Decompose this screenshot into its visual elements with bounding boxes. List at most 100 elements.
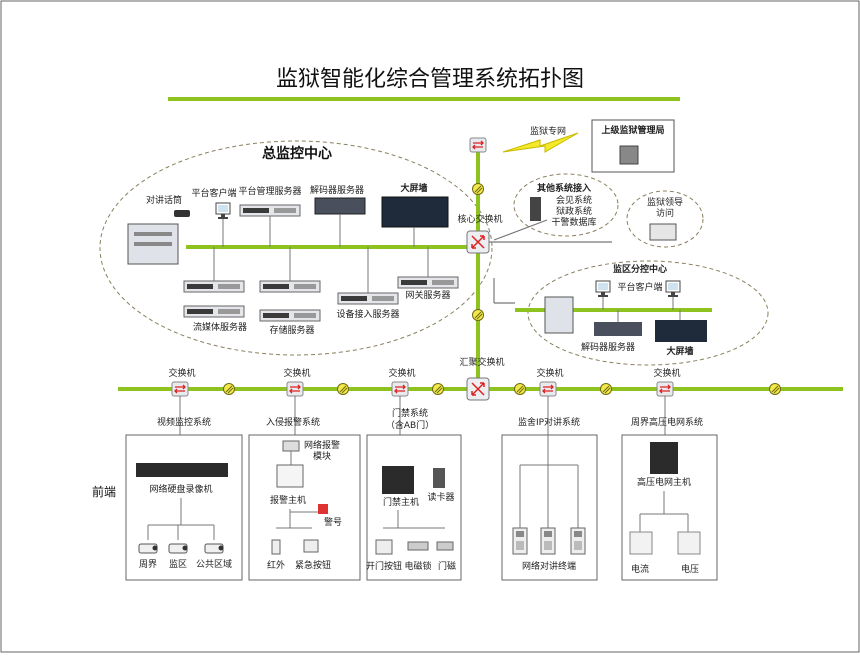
device-server-icon bbox=[337, 292, 399, 305]
card-reader-icon bbox=[433, 468, 445, 488]
access-switch-label-1: 交换机 bbox=[168, 367, 195, 379]
camera-icon-3 bbox=[204, 543, 224, 554]
other-link bbox=[493, 219, 548, 241]
platform-server-label: 平台管理服务器 bbox=[238, 185, 301, 197]
alarm-host-label: 报警主机 bbox=[270, 494, 306, 506]
link-marker-4 bbox=[337, 383, 349, 395]
decoder-server-label: 解码器服务器 bbox=[310, 184, 364, 196]
stream-server-label: 流媒体服务器 bbox=[193, 321, 247, 333]
nvr-icon bbox=[136, 463, 228, 477]
microphone-icon bbox=[174, 210, 190, 217]
link-marker-7 bbox=[600, 383, 612, 395]
access-switch-label-2: 交换机 bbox=[283, 367, 310, 379]
fence-sensor-icon-2 bbox=[677, 531, 701, 555]
ir-sensor-icon bbox=[271, 539, 281, 555]
other-zone bbox=[513, 173, 619, 237]
system-box-1 bbox=[125, 434, 243, 581]
access-switch-label-5: 交换机 bbox=[653, 367, 680, 379]
panic-label: 紧急按钮 bbox=[295, 559, 331, 571]
access-switch-5 bbox=[656, 381, 674, 397]
branch-client-monitor-1 bbox=[595, 280, 611, 298]
system-box-3 bbox=[366, 434, 462, 581]
intercom-terminal-icon-3 bbox=[570, 527, 586, 555]
exit-button-label: 开门按钮 bbox=[366, 560, 402, 572]
branch-wall-label: 大屏墙 bbox=[666, 345, 693, 357]
other-systems-line3: 干警数据库 bbox=[551, 216, 596, 228]
title-underline bbox=[168, 97, 680, 101]
branch-title: 监区分控中心 bbox=[613, 263, 667, 275]
fence-host-label: 高压电网主机 bbox=[637, 476, 691, 488]
front-end-label: 前端 bbox=[92, 484, 116, 499]
link-marker-5 bbox=[432, 383, 444, 395]
access-system-name-2: （含AB门） bbox=[386, 419, 434, 431]
device-server-label: 设备接入服务器 bbox=[336, 308, 399, 320]
link-marker-6 bbox=[514, 383, 526, 395]
branch-wall-icon bbox=[655, 320, 707, 342]
intercom-terminal-icon-2 bbox=[540, 527, 556, 555]
top-switch bbox=[469, 137, 487, 153]
central-client-monitor bbox=[215, 202, 231, 220]
system-box-4 bbox=[501, 434, 598, 581]
camera-label-2: 监区 bbox=[169, 558, 187, 570]
core-switch bbox=[466, 230, 490, 254]
decoder-server-icon bbox=[314, 197, 366, 215]
link-marker-1 bbox=[472, 183, 484, 195]
gateway-server-label: 网关服务器 bbox=[405, 289, 450, 301]
lightning-icon bbox=[502, 132, 579, 153]
alarm-module-line1: 网络报警 bbox=[304, 439, 340, 451]
page-title: 监狱智能化综合管理系统拓扑图 bbox=[276, 67, 584, 92]
link-marker-8 bbox=[769, 383, 781, 395]
alarm-module-icon bbox=[282, 440, 300, 452]
access-switch-2 bbox=[286, 381, 304, 397]
agg-switch-label: 汇聚交换机 bbox=[459, 356, 504, 368]
branch-server-icon bbox=[544, 296, 574, 334]
camera-icon-1 bbox=[138, 543, 158, 554]
private-net-label: 监狱专网 bbox=[530, 125, 566, 137]
access-system-name-1: 门禁系统 bbox=[392, 407, 428, 419]
central-zone bbox=[99, 140, 493, 356]
storage-server-icon bbox=[259, 280, 321, 293]
video-wall-label: 大屏墙 bbox=[400, 182, 427, 194]
leader-line2: 访问 bbox=[656, 207, 674, 219]
fence-host-icon bbox=[650, 442, 678, 474]
alarm-system-name: 入侵报警系统 bbox=[266, 416, 320, 428]
access-controller-icon bbox=[382, 466, 414, 494]
laptop-icon bbox=[649, 223, 677, 241]
intercom-terminal-icon-1 bbox=[512, 527, 528, 555]
alarm-module-line2: 模块 bbox=[313, 450, 331, 462]
branch-decoder-label: 解码器服务器 bbox=[581, 341, 635, 353]
magnetic-lock-icon bbox=[407, 541, 429, 551]
siren-label: 警号 bbox=[324, 516, 342, 528]
access-controller-label: 门禁主机 bbox=[383, 496, 419, 508]
access-switch-4 bbox=[539, 381, 557, 397]
other-server-icon bbox=[530, 197, 541, 221]
lock-label: 电磁锁 bbox=[404, 560, 431, 572]
storage-server-label: 存储服务器 bbox=[269, 324, 314, 336]
branch-decoder-icon bbox=[594, 322, 642, 336]
camera-label-1: 周界 bbox=[139, 559, 157, 570]
storage-server-icon-2 bbox=[259, 309, 321, 322]
intercom-label: 对讲话筒 bbox=[146, 194, 182, 206]
fence-sensor-icon-1 bbox=[629, 531, 653, 555]
alarm-host-icon bbox=[276, 464, 304, 488]
nvr-label: 网络硬盘录像机 bbox=[149, 483, 212, 495]
platform-server-icon bbox=[239, 204, 301, 217]
access-switch-label-3: 交换机 bbox=[388, 367, 415, 379]
access-switch-label-4: 交换机 bbox=[536, 367, 563, 379]
system-box-2 bbox=[248, 434, 361, 581]
camera-icon-2 bbox=[168, 543, 188, 554]
access-switch-3 bbox=[391, 381, 409, 397]
fence-voltage-label: 电压 bbox=[681, 563, 699, 575]
central-client-label: 平台客户端 bbox=[191, 187, 236, 199]
intercom-system-name: 监舍IP对讲系统 bbox=[518, 416, 580, 428]
main-server-slot-2 bbox=[134, 242, 172, 246]
branch-client-monitor-2 bbox=[665, 280, 681, 298]
camera-label-3: 公共区域 bbox=[196, 558, 232, 570]
core-switch-label: 核心交换机 bbox=[457, 213, 502, 225]
fence-current-label: 电流 bbox=[631, 563, 649, 575]
gateway-server-icon bbox=[397, 276, 459, 289]
agg-switch bbox=[466, 377, 490, 401]
leader-line1: 监狱领导 bbox=[647, 196, 683, 208]
